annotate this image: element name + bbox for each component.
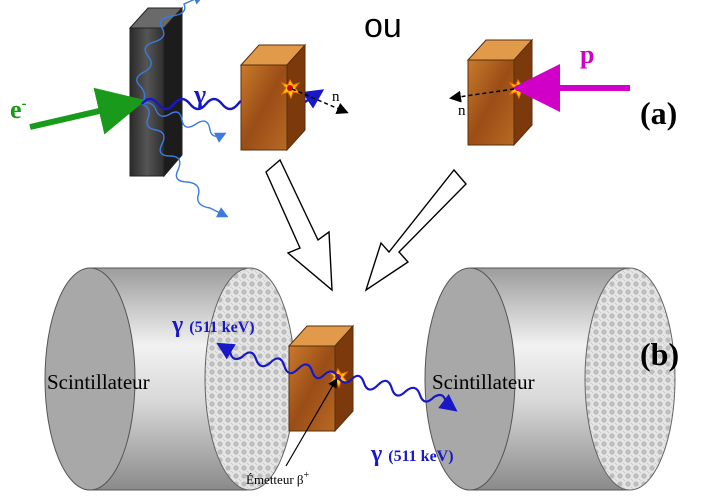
annihilation-photon-right [337,374,458,412]
scattered-photon-down [141,103,229,218]
electron-beam [29,87,146,135]
converter-plate [128,6,184,178]
neutron-left-arrow [291,88,349,114]
reaction-burst-left-icon [280,78,301,100]
electron-label: e- [10,95,27,124]
neutron-right-arrow [449,88,515,103]
scattered-photon-mid [141,102,227,143]
target-block-left [239,43,307,152]
neutron-left-label: n [332,89,340,105]
panel-b-label: (b) [640,336,679,372]
scintillator-left-label: Scintillateur [47,370,150,394]
scintillator-right-label: Scintillateur [432,370,535,394]
scattered-photon-up [136,0,205,105]
proton-label: p [580,40,594,69]
gamma-left-label: γ(511 keV) [171,312,255,338]
transfer-arrow-right [364,168,467,292]
gamma-label: γ [193,80,206,109]
annihilation-photon-left [216,342,339,380]
emitter-label: Émetteur β+ [246,470,310,487]
panel-a-label: (a) [640,95,677,131]
or-label: ou [364,7,402,45]
emitter-pointer [285,377,338,467]
gamma-right-label: γ(511 keV) [370,441,454,467]
neutron-right-label: n [458,103,466,119]
scintillator-right [424,267,676,491]
transfer-arrow-left [265,158,333,292]
scintillator-left [44,267,296,491]
